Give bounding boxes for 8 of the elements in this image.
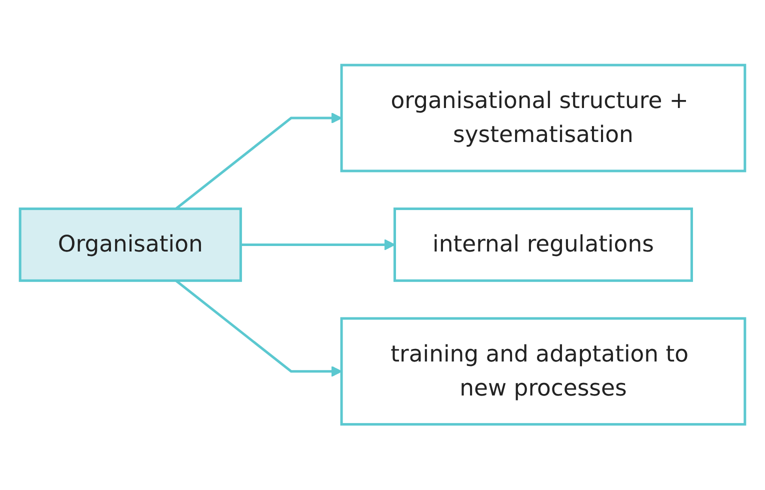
arrow xyxy=(175,112,342,210)
node-box xyxy=(340,317,746,426)
node-box xyxy=(18,208,242,282)
node-box xyxy=(393,208,693,282)
arrow xyxy=(240,239,396,251)
node-box xyxy=(340,64,746,172)
diagram-drawing: Organisation organisational structure + systematisation internal regulations training and adaptation to new processes xyxy=(10,55,755,435)
arrow xyxy=(175,280,342,378)
